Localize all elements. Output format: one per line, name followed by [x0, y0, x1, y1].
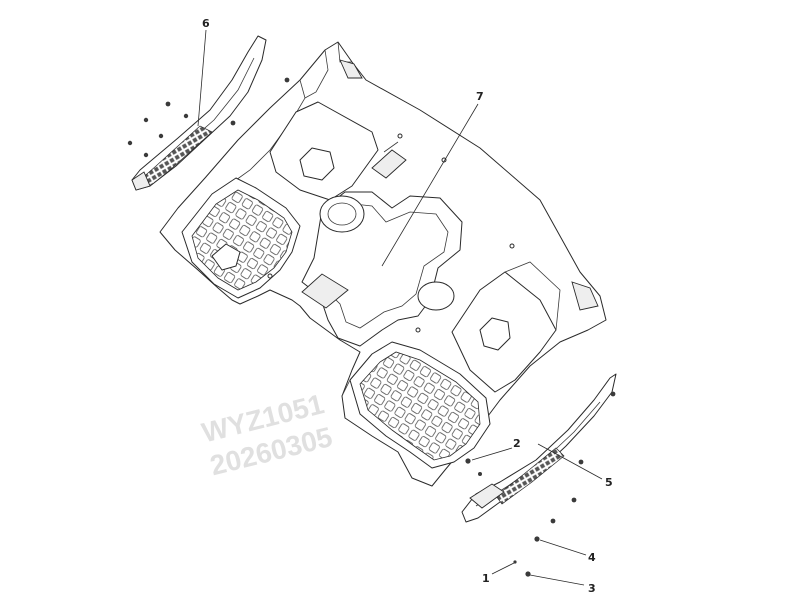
right-rail-body: [461, 373, 617, 523]
access-plate-lower: [301, 273, 349, 309]
bolt-icon: [478, 472, 482, 476]
lower-mount-side: [504, 261, 561, 331]
bolt-icon: [284, 77, 290, 83]
bolt-icon: [578, 459, 584, 465]
fuel-filler-opening: [319, 195, 365, 233]
washer-icon: [534, 536, 540, 542]
right-rail-step-pad: [469, 483, 505, 509]
right-footrest-rail-part-5: [461, 373, 617, 523]
bolt-icon: [610, 391, 616, 397]
tunnel-recess: [417, 281, 455, 311]
bolt-icon: [143, 117, 149, 123]
bolt-icon: [158, 133, 164, 139]
leader-6: [197, 29, 207, 127]
fuel-filler-inner-ring: [327, 202, 357, 226]
callout-5: 5: [605, 476, 613, 489]
lower-mount-cutout: [479, 317, 511, 351]
left-wall-top: [304, 49, 329, 99]
bolt-icon: [571, 497, 577, 503]
right-footwell-mesh: [359, 351, 481, 461]
leader-7: [381, 103, 479, 267]
callout-labels: 6 7 2 5 4 3 1: [202, 17, 613, 595]
mount-hole: [415, 327, 421, 333]
fasteners: [127, 77, 616, 577]
left-rail-end-cap: [131, 171, 151, 191]
rear-corner-bracket: [339, 59, 363, 79]
tunnel-inner-ridge: [325, 203, 449, 329]
mount-hole: [509, 243, 515, 249]
screw-icon: [513, 560, 517, 564]
bolt-icon: [127, 140, 133, 146]
upper-mount-cutout: [299, 147, 335, 181]
leader-lines: [197, 29, 603, 586]
callout-3: 3: [588, 582, 596, 595]
bolt-icon: [165, 101, 171, 107]
right-footwell-lip: [341, 379, 351, 397]
left-footwell-mesh: [191, 189, 293, 291]
left-rail-tread: [139, 125, 213, 187]
access-plate-upper: [371, 149, 407, 179]
plate-edge: [383, 141, 399, 153]
leader-3: [529, 574, 585, 586]
mount-hole: [267, 273, 273, 279]
left-footwell-drain: [211, 243, 241, 271]
bolt-icon: [550, 518, 556, 524]
mount-hole: [397, 133, 403, 139]
leader-4: [539, 539, 587, 556]
bolt-icon: [230, 120, 236, 126]
callout-4: 4: [588, 551, 596, 564]
leader-5: [537, 443, 603, 480]
callout-1: 1: [482, 572, 490, 585]
leader-1: [491, 562, 515, 575]
callout-7: 7: [476, 90, 484, 103]
bolt-icon: [183, 113, 189, 119]
callout-2: 2: [513, 437, 521, 450]
watermark: WYZ1051 20260305: [199, 388, 336, 481]
right-rail-tread: [495, 447, 565, 505]
leader-2: [471, 447, 513, 461]
front-corner-bracket: [571, 281, 599, 311]
bolt-icon: [465, 458, 471, 464]
callout-6: 6: [202, 17, 210, 30]
washer-icon: [525, 571, 531, 577]
bolt-icon: [143, 152, 149, 158]
left-footrest-rail-part-6: [131, 35, 267, 191]
